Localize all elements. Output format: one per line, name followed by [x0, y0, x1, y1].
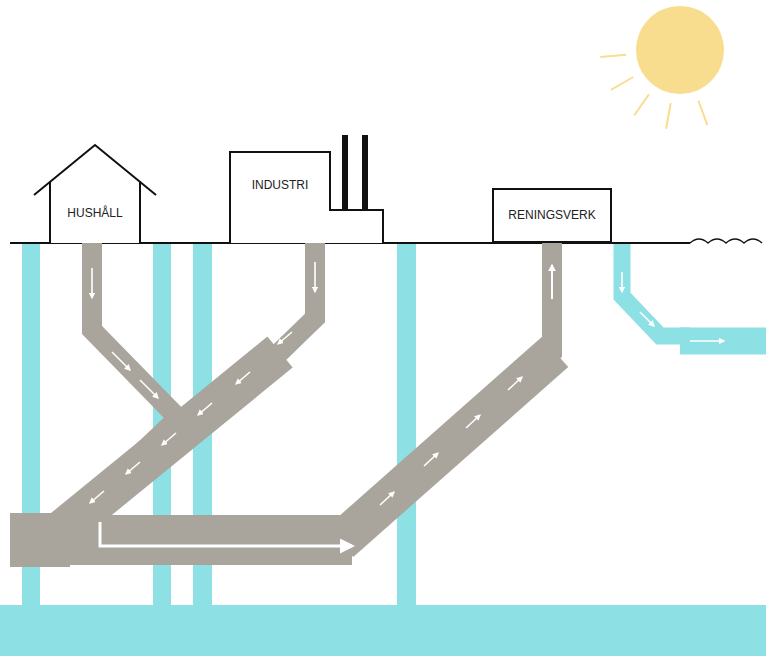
water-surface	[690, 239, 762, 243]
industry-building: INDUSTRI	[229, 135, 384, 243]
flow-arrow	[466, 415, 480, 428]
sun-ray	[611, 77, 634, 90]
flow-arrow	[90, 491, 104, 503]
sun-ray	[698, 101, 707, 125]
groundwater-band	[0, 605, 766, 656]
groundwater	[0, 243, 766, 656]
flow-arrow	[126, 462, 140, 474]
flow-arrow	[551, 265, 553, 299]
outlet-pipe	[622, 243, 766, 341]
flow-arrow	[690, 340, 724, 342]
flow-arrow	[621, 272, 623, 292]
node-label: INDUSTRI	[252, 178, 309, 192]
flow-arrow	[508, 377, 522, 390]
factory-outline	[230, 152, 383, 243]
house-body	[50, 181, 140, 243]
node-label: RENINGSVERK	[508, 208, 595, 222]
flow-arrow	[100, 522, 352, 546]
sewer-connector	[60, 243, 552, 540]
outlet-pipe-wide	[680, 328, 766, 355]
flow-arrow	[236, 372, 250, 384]
water-pipe	[397, 243, 416, 607]
sun	[600, 6, 724, 129]
flow-arrow	[551, 265, 553, 299]
flow-arrows	[90, 262, 724, 546]
treatment-plant-box: RENINGSVERK	[492, 188, 612, 243]
flow-arrow	[380, 492, 394, 505]
sewer-pipe	[60, 243, 552, 540]
chimney	[362, 135, 368, 210]
sewer-connector	[60, 243, 552, 540]
sun-ray	[666, 103, 671, 129]
flow-arrow	[140, 380, 158, 398]
sewer-pipe	[60, 243, 552, 540]
flow-arrow	[278, 332, 292, 344]
house-outline	[34, 145, 156, 243]
household-house: HUSHÅLL	[34, 145, 156, 243]
sun-rays	[600, 55, 707, 129]
flow-arrow	[640, 312, 654, 326]
flow-arrow	[112, 352, 130, 370]
flow-arrow	[314, 262, 316, 292]
node-label: HUSHÅLL	[67, 206, 122, 220]
house-outline	[34, 145, 156, 243]
flow-arrow	[424, 453, 438, 466]
outlet-pipe-narrow	[622, 243, 690, 336]
chimney	[342, 135, 348, 210]
sun-disc	[636, 6, 724, 94]
flow-arrow	[162, 433, 176, 445]
flow-arrow	[198, 403, 212, 415]
sun-ray	[600, 55, 626, 57]
flow-arrow	[91, 268, 93, 298]
sun-ray	[634, 94, 649, 115]
